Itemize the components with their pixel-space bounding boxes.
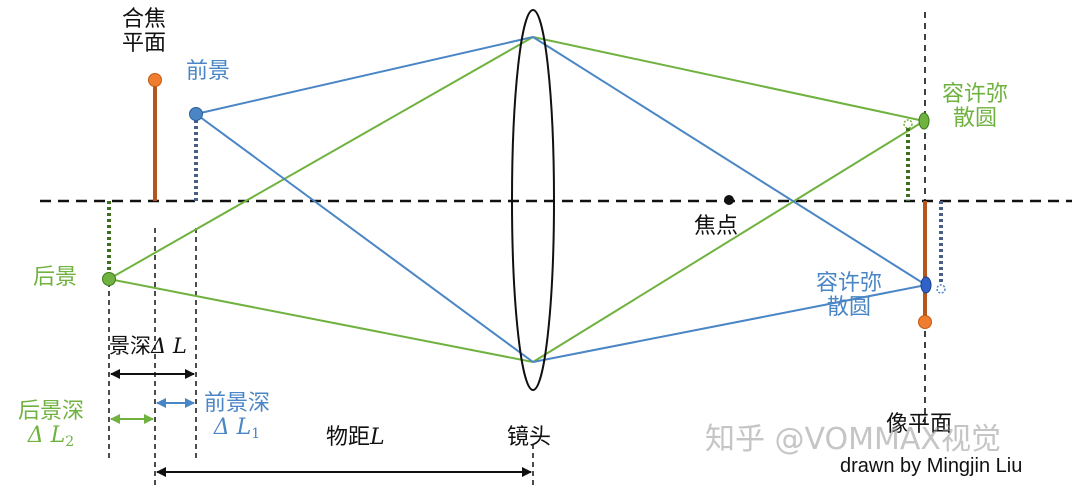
focus-object-point [148, 73, 162, 87]
image-plane-label: 像平面 [886, 412, 953, 437]
blue-ray-4 [532, 284, 927, 363]
front-dof-label: 前景深 Δ L1 [204, 391, 271, 443]
green-ray-2 [108, 278, 534, 363]
back-dof-label: 后景深 Δ L2 [18, 399, 85, 451]
lens [511, 9, 555, 391]
blue-ray-2 [195, 113, 534, 363]
foreground-label: 前景 [186, 59, 231, 84]
green-ray-4 [532, 120, 925, 363]
watermark: 知乎 @VOMMAX视觉 [705, 422, 1001, 457]
blue-image-point [936, 284, 946, 294]
green-ray-3 [532, 36, 925, 122]
background-label: 后景 [33, 265, 78, 290]
green-image-point [903, 119, 913, 129]
focal-point [724, 195, 734, 205]
dof-label: 景深Δ L [109, 334, 187, 358]
credit-text: drawn by Mingjin Liu [840, 455, 1023, 477]
coc-bottom-label: 容许弥 散圆 [816, 271, 883, 321]
coc-top-label: 容许弥 散圆 [942, 82, 1009, 132]
focal-point-label: 焦点 [694, 214, 739, 239]
blue-ray-3 [532, 36, 927, 286]
green-ray-1 [108, 36, 534, 280]
focus-plane-label: 合焦 平面 [122, 7, 167, 57]
green-coc [918, 112, 930, 130]
blue-coc [920, 276, 932, 294]
object-distance-label: 物距L [326, 425, 385, 450]
background-point [102, 272, 116, 286]
foreground-point [189, 107, 203, 121]
blue-ray-1 [195, 36, 534, 115]
image-point [918, 315, 932, 329]
lens-label: 镜头 [507, 425, 552, 450]
